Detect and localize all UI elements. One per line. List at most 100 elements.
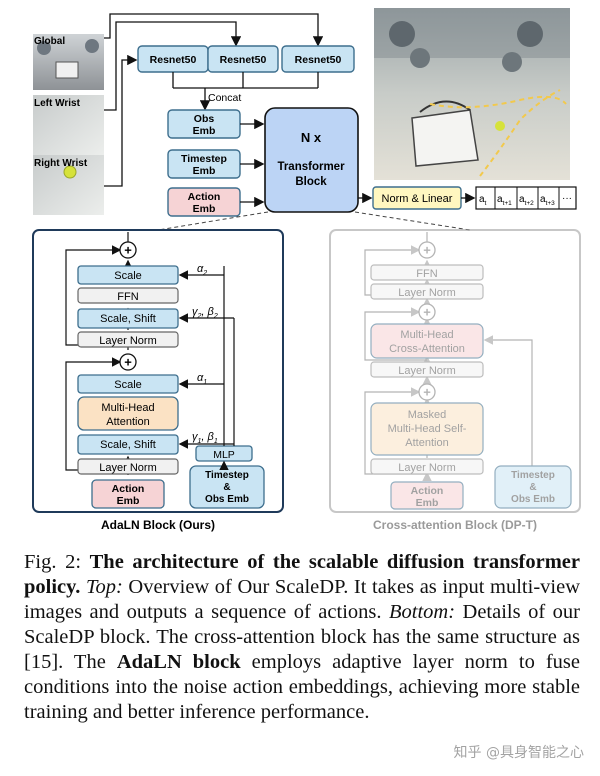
adaln-block: + + Scale FFN Scale, Shift Layer Norm Sc… (32, 229, 284, 513)
obs-emb-line2: Emb (193, 125, 216, 137)
cross-add-3: + (423, 385, 431, 400)
image-connectors (104, 13, 324, 187)
camera-global: Global (33, 34, 104, 90)
action-emb-line1: Action (188, 191, 221, 203)
action-token-0: at (479, 194, 487, 207)
resnet-label-3: Resnet50 (295, 54, 342, 66)
emb-arrows (240, 118, 265, 208)
cross-layer-norm-1 (370, 283, 484, 300)
transformer-line1: N x (301, 130, 322, 145)
adaln-scale-shift-bottom (77, 434, 179, 455)
cross-action-emb (390, 481, 464, 510)
action-emb-line2: Emb (193, 203, 216, 215)
obs-emb-line1: Obs (194, 113, 215, 125)
cross-add-2: + (423, 305, 431, 320)
adaln-layer-norm-bottom-label: Layer Norm (99, 462, 156, 474)
cross-cond-emb-line3: Obs Emb (511, 494, 555, 505)
adaln-add-bottom (119, 353, 137, 371)
figure-caption: Fig. 2: The architecture of the scalable… (24, 550, 580, 725)
cross-cond-emb-line1: Timestep (511, 470, 555, 481)
cross-mhca-line1: Multi-Head (400, 329, 453, 341)
action-emb: Action Emb (167, 187, 241, 217)
adaln-add-top (119, 241, 137, 259)
adaln-gamma-beta-1: γ1, β1 (192, 431, 218, 445)
adaln-action-emb-line2: Emb (117, 495, 140, 507)
adaln-scale-shift-top-label: Scale, Shift (100, 313, 156, 325)
caption-fig-label: Fig. 2: (24, 551, 90, 573)
adaln-ffn (77, 287, 179, 304)
resnet-label-2: Resnet50 (220, 54, 267, 66)
cross-masked-mha (370, 402, 484, 456)
adaln-scale-shift-bottom-label: Scale, Shift (100, 439, 156, 451)
cross-title: Cross-attention Block (DP-T) (373, 518, 537, 532)
architecture-figure: Global Left Wrist Right Wrist Resnet50 R… (32, 8, 581, 532)
caption-top-label: Top: (85, 576, 123, 598)
cross-attention-block: + + + FFN Layer Norm Multi-Head Cross-At… (329, 229, 581, 513)
action-token-1: at+1 (497, 194, 512, 207)
norm-linear-label: Norm & Linear (382, 193, 453, 205)
label-right-wrist: Right Wrist (34, 158, 88, 169)
caption-top-text: Overview of Our ScaleDP. It takes as inp… (24, 576, 581, 623)
cross-mhca (370, 323, 484, 359)
adaln-scale-top-label: Scale (114, 270, 142, 282)
label-left-wrist: Left Wrist (34, 98, 81, 109)
cross-action-emb-line2: Emb (416, 497, 439, 509)
caption-adaln-bold: AdaLN block (116, 651, 241, 673)
concat-lines (172, 72, 319, 111)
architecture-diagram: Global Left Wrist Right Wrist Resnet50 R… (32, 8, 581, 532)
caption-bottom-text: Details of our ScaleDP block. The cross-… (24, 601, 580, 673)
action-token-2: at+2 (519, 194, 534, 207)
resnet-label-1: Resnet50 (150, 54, 197, 66)
zoom-lines (157, 211, 471, 231)
timestep-emb: Timestep Emb (167, 149, 241, 179)
transformer-line2: Transformer (277, 161, 345, 173)
label-global: Global (34, 36, 65, 47)
watermark: 知乎 @具身智能之心 (453, 745, 584, 761)
caption-end-text: employs adaptive layer norm to fuse cond… (24, 651, 581, 723)
adaln-layer-norm-top-label: Layer Norm (99, 335, 156, 347)
cross-mhca-line2: Cross-Attention (389, 343, 465, 355)
camera-right-wrist: Right Wrist (33, 155, 104, 215)
cross-cond-emb-line2: & (529, 482, 536, 493)
transformer-block: N x Transformer Block (264, 107, 359, 213)
adaln-scale-shift-top (77, 308, 179, 329)
adaln-scale-top (77, 265, 179, 285)
camera-left-wrist: Left Wrist (33, 95, 104, 155)
timestep-emb-line1: Timestep (181, 153, 227, 165)
cross-layer-norm-1-label: Layer Norm (398, 287, 455, 299)
adaln-cond-emb-line3: Obs Emb (205, 494, 249, 505)
adaln-ffn-label: FFN (117, 291, 138, 303)
cross-action-emb-line1: Action (411, 485, 444, 497)
action-token-3: at+3 (540, 194, 555, 207)
cross-ffn (370, 264, 484, 281)
obs-emb: Obs Emb (167, 109, 241, 139)
adaln-mha (77, 396, 179, 431)
adaln-mha-line2: Attention (106, 416, 149, 428)
cross-masked-line3: Attention (405, 437, 448, 449)
adaln-action-emb-line1: Action (112, 483, 145, 495)
caption-bottom-label: Bottom: (388, 601, 456, 623)
cross-add-1: + (423, 243, 431, 258)
resnet-row: Resnet50 Resnet50 Resnet50 (137, 45, 355, 73)
adaln-cond-emb-line2: & (223, 482, 230, 493)
cross-masked-line1: Masked (408, 409, 447, 421)
cross-masked-line2: Multi-Head Self- (388, 423, 467, 435)
adaln-scale-bottom (77, 374, 179, 394)
adaln-alpha1: α1 (197, 372, 207, 386)
cross-cond-emb (494, 465, 572, 509)
caption-title: The architecture of the scalable diffusi… (24, 551, 581, 598)
adaln-mha-line1: Multi-Head (101, 402, 154, 414)
adaln-cond-emb-line1: Timestep (205, 470, 249, 481)
adaln-title: AdaLN Block (Ours) (101, 518, 215, 532)
concat-label: Concat (208, 92, 241, 104)
cross-layer-norm-2-label: Layer Norm (398, 365, 455, 377)
action-sequence: at at+1 at+2 at+3 ··· (475, 186, 577, 210)
adaln-add-bottom-symbol: + (124, 355, 132, 370)
cross-ffn-label: FFN (416, 268, 437, 280)
timestep-emb-line2: Emb (193, 165, 216, 177)
adaln-gamma-beta-2: γ2, β2 (192, 306, 218, 320)
adaln-layer-norm-top (77, 331, 179, 348)
adaln-scale-bottom-label: Scale (114, 379, 142, 391)
cross-layer-norm-3-label: Layer Norm (398, 462, 455, 474)
adaln-add-top-symbol: + (124, 243, 132, 258)
